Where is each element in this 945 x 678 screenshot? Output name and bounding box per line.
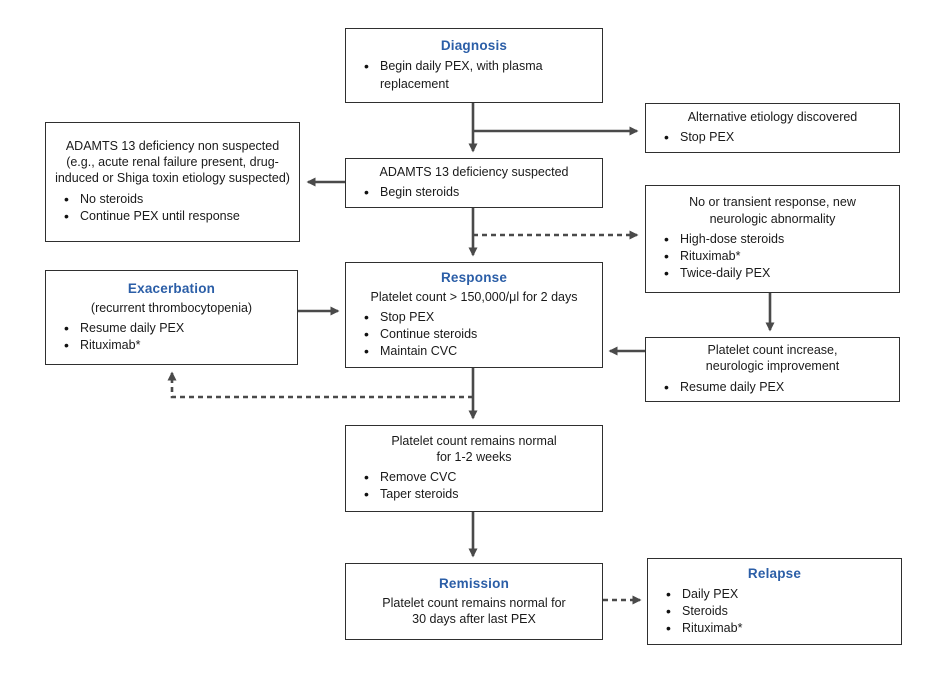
- box-response: Response Platelet count > 150,000/μl for…: [345, 262, 603, 368]
- box-adamts-suspected-heading: ADAMTS 13 deficiency suspected: [379, 164, 569, 179]
- box-adamts-suspected-bullets: Begin steroids: [354, 183, 594, 203]
- box-platelet-normal-weeks-heading: Platelet count remains normal for 1-2 we…: [391, 433, 557, 464]
- bullet-item: Begin steroids: [364, 183, 594, 203]
- box-exacerbation-title: Exacerbation: [127, 280, 216, 296]
- bullet-item: Rituximab*: [64, 336, 289, 356]
- box-platelet-increase: Platelet count increase, neurologic impr…: [645, 337, 900, 402]
- box-exacerbation-bullets: Resume daily PEX Rituximab*: [54, 319, 289, 356]
- box-response-title: Response: [440, 269, 508, 285]
- box-platelet-increase-heading: Platelet count increase, neurologic impr…: [705, 343, 840, 374]
- box-adamts-not-suspected-heading: ADAMTS 13 deficiency non suspected (e.g.…: [55, 138, 290, 186]
- box-response-heading: Platelet count > 150,000/μl for 2 days: [370, 289, 578, 304]
- bullet-item: Stop PEX: [664, 128, 891, 148]
- box-response-bullets: Stop PEX Continue steroids Maintain CVC: [354, 308, 594, 362]
- box-alternative-etiology-bullets: Stop PEX: [654, 128, 891, 148]
- bullet-item: Rituximab*: [664, 247, 891, 267]
- box-relapse-bullets: Daily PEX Steroids Rituximab*: [656, 585, 893, 639]
- bullet-item: High-dose steroids: [664, 230, 891, 250]
- bullet-item: Resume daily PEX: [64, 319, 289, 339]
- box-adamts-suspected: ADAMTS 13 deficiency suspected Begin ste…: [345, 158, 603, 208]
- bullet-item: Begin daily PEX, with plasma replacement: [364, 57, 594, 93]
- bullet-item: Stop PEX: [364, 308, 594, 328]
- box-remission: Remission Platelet count remains normal …: [345, 563, 603, 640]
- box-adamts-not-suspected: ADAMTS 13 deficiency non suspected (e.g.…: [45, 122, 300, 242]
- box-diagnosis: Diagnosis Begin daily PEX, with plasma r…: [345, 28, 603, 103]
- box-no-transient-response-heading: No or transient response, new neurologic…: [689, 195, 856, 226]
- box-remission-title: Remission: [438, 575, 510, 591]
- bullet-item: Continue PEX until response: [64, 207, 291, 227]
- bullet-item: Remove CVC: [364, 468, 594, 488]
- box-platelet-increase-bullets: Resume daily PEX: [654, 378, 891, 398]
- bullet-item: Twice-daily PEX: [664, 264, 891, 284]
- box-remission-heading: Platelet count remains normal for 30 day…: [382, 595, 566, 626]
- arrow-dashed-to-exacerbation: [167, 371, 473, 399]
- box-platelet-normal-weeks-bullets: Remove CVC Taper steroids: [354, 468, 594, 505]
- bullet-item: Taper steroids: [364, 485, 594, 505]
- box-no-transient-response: No or transient response, new neurologic…: [645, 185, 900, 293]
- box-exacerbation: Exacerbation (recurrent thrombocytopenia…: [45, 270, 298, 365]
- box-relapse-title: Relapse: [747, 565, 802, 581]
- box-no-transient-response-bullets: High-dose steroids Rituximab* Twice-dail…: [654, 230, 891, 284]
- bullet-item: Rituximab*: [666, 619, 893, 639]
- bullet-item: Steroids: [666, 602, 893, 622]
- box-alternative-etiology-heading: Alternative etiology discovered: [687, 109, 858, 124]
- box-diagnosis-bullets: Begin daily PEX, with plasma replacement: [354, 57, 594, 93]
- box-alternative-etiology: Alternative etiology discovered Stop PEX: [645, 103, 900, 153]
- bullet-item: Daily PEX: [666, 585, 893, 605]
- bullet-item: Resume daily PEX: [664, 378, 891, 398]
- box-exacerbation-heading: (recurrent thrombocytopenia): [90, 300, 253, 315]
- bullet-item: Maintain CVC: [364, 342, 594, 362]
- bullet-item: Continue steroids: [364, 325, 594, 345]
- box-diagnosis-title: Diagnosis: [440, 38, 508, 54]
- box-adamts-not-suspected-bullets: No steroids Continue PEX until response: [54, 190, 291, 227]
- box-relapse: Relapse Daily PEX Steroids Rituximab*: [647, 558, 902, 645]
- box-platelet-normal-weeks: Platelet count remains normal for 1-2 we…: [345, 425, 603, 512]
- bullet-item: No steroids: [64, 190, 291, 210]
